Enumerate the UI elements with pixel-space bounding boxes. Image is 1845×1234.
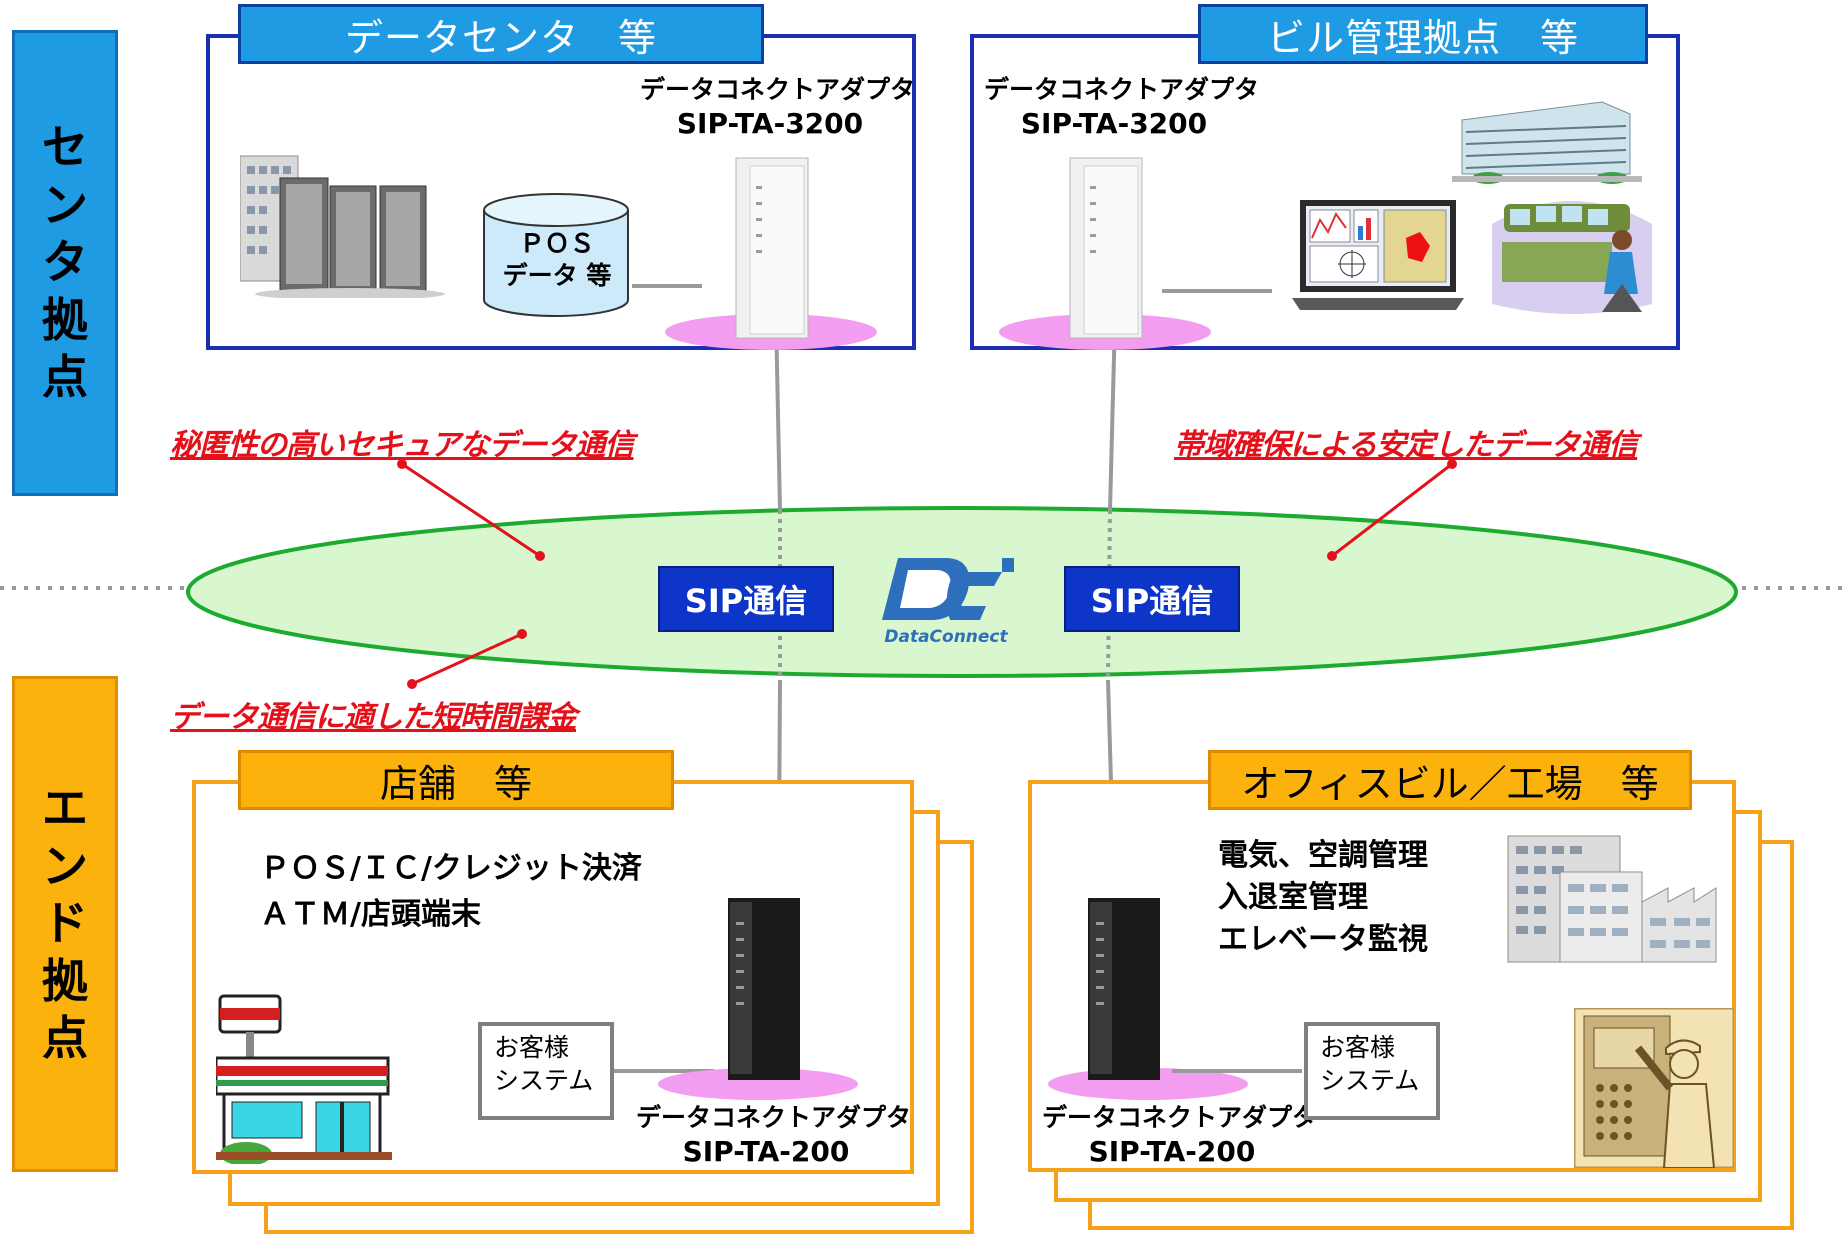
adapter-200-icon xyxy=(658,898,858,1100)
building-title-tab: ビル管理拠点 等 xyxy=(1198,4,1648,64)
store-customer-system: お客様 システム xyxy=(478,1022,614,1120)
pointer-bandwidth xyxy=(1331,462,1453,558)
datacenter-box: ＰＯＳ データ 等 データコネクトアダプタ SIP-TA-3200 xyxy=(206,34,916,350)
feature-billing: データ通信に適した短時間課金 xyxy=(170,700,577,735)
center-char: ン xyxy=(42,177,88,232)
link-bld-mid xyxy=(1106,509,1112,681)
db-link xyxy=(632,284,702,288)
office-usecase-line3: エレベータ監視 xyxy=(1218,922,1428,957)
store-title-tab: 店舗 等 xyxy=(238,750,674,810)
building-adapter-name: データコネクトアダプタ xyxy=(984,75,1260,104)
store-customer-line2: システム xyxy=(494,1065,594,1095)
feature-secure: 秘匿性の高いセキュアなデータ通信 xyxy=(170,428,634,463)
end-char: 点 xyxy=(42,1011,88,1066)
store-customer-line1: お客様 xyxy=(494,1033,570,1062)
office-customer-line1: お客様 xyxy=(1320,1033,1396,1062)
monitoring-laptop-icon xyxy=(1292,200,1464,310)
adapter-3200-icon xyxy=(665,157,877,350)
dataconnect-logo: DataConnect xyxy=(882,558,1014,647)
center-char: 拠 xyxy=(42,292,88,347)
center-char: 点 xyxy=(42,350,88,405)
pointer-secure xyxy=(401,462,541,558)
datacenter-adapter-name: データコネクトアダプタ xyxy=(640,75,916,104)
office-cust-link xyxy=(1172,1069,1302,1073)
convenience-store-icon xyxy=(216,994,392,1164)
monitor-link xyxy=(1162,289,1272,293)
store-adapter-model: SIP-TA-200 xyxy=(682,1135,850,1168)
datacenter-adapter-model: SIP-TA-3200 xyxy=(676,107,864,140)
store-usecase-line1: ＰＯＳ/ＩＣ/クレジット決済 xyxy=(260,851,642,886)
end-char: ド xyxy=(42,896,88,951)
sip-left-label: SIP通信 xyxy=(658,566,834,632)
office-building-icon xyxy=(1452,101,1642,184)
link-dc-top xyxy=(774,317,782,511)
factory-building-icon xyxy=(1507,835,1717,963)
datacenter-title-tab: データセンタ 等 xyxy=(238,4,764,64)
end-char: エ xyxy=(42,781,88,836)
feature-bandwidth: 帯域確保による安定したデータ通信 xyxy=(1174,428,1638,463)
pointer-billing xyxy=(411,632,523,686)
sip-right-label: SIP通信 xyxy=(1064,566,1240,632)
server-building-icon xyxy=(240,155,445,298)
office-customer-system: お客様 システム xyxy=(1304,1022,1440,1120)
database-label-line1: ＰＯＳ xyxy=(519,229,595,258)
adapter-200-icon xyxy=(1048,898,1248,1100)
center-site-label: セ ン タ 拠 点 xyxy=(12,30,118,496)
office-box: データコネクトアダプタ SIP-TA-200 電気、空調管理 入退室管理 エレベ… xyxy=(1028,780,1736,1172)
office-adapter-name: データコネクトアダプタ xyxy=(1042,1103,1318,1132)
end-site-label: エ ン ド 拠 点 xyxy=(12,676,118,1172)
logo-text: DataConnect xyxy=(884,627,1008,647)
store-box: ＰＯＳ/ＩＣ/クレジット決済 ＡＴＭ/店頭端末 お客様 システム データコネクト… xyxy=(192,780,914,1174)
adapter-3200-icon xyxy=(999,157,1211,350)
end-char: 拠 xyxy=(42,953,88,1008)
center-char: タ xyxy=(42,235,88,290)
store-cust-link xyxy=(614,1069,714,1073)
control-room-icon xyxy=(1492,201,1652,314)
store-usecase-line2: ＡＴＭ/店頭端末 xyxy=(260,897,481,932)
office-title-tab: オフィスビル／工場 等 xyxy=(1208,750,1692,810)
building-adapter-model: SIP-TA-3200 xyxy=(1020,107,1208,140)
office-usecase-line2: 入退室管理 xyxy=(1218,880,1368,915)
database-icon xyxy=(483,193,629,317)
office-usecase-line1: 電気、空調管理 xyxy=(1218,838,1428,873)
store-adapter-name: データコネクトアダプタ xyxy=(636,1103,912,1132)
link-bld-top xyxy=(1108,317,1117,511)
database-label-line2: データ 等 xyxy=(502,261,612,290)
office-adapter-model: SIP-TA-200 xyxy=(1088,1135,1256,1168)
center-char: セ xyxy=(42,120,88,175)
maintenance-worker-icon xyxy=(1574,1008,1734,1168)
end-char: ン xyxy=(42,838,88,893)
building-box: データコネクトアダプタ SIP-TA-3200 xyxy=(970,34,1680,350)
office-customer-line2: システム xyxy=(1320,1065,1420,1095)
